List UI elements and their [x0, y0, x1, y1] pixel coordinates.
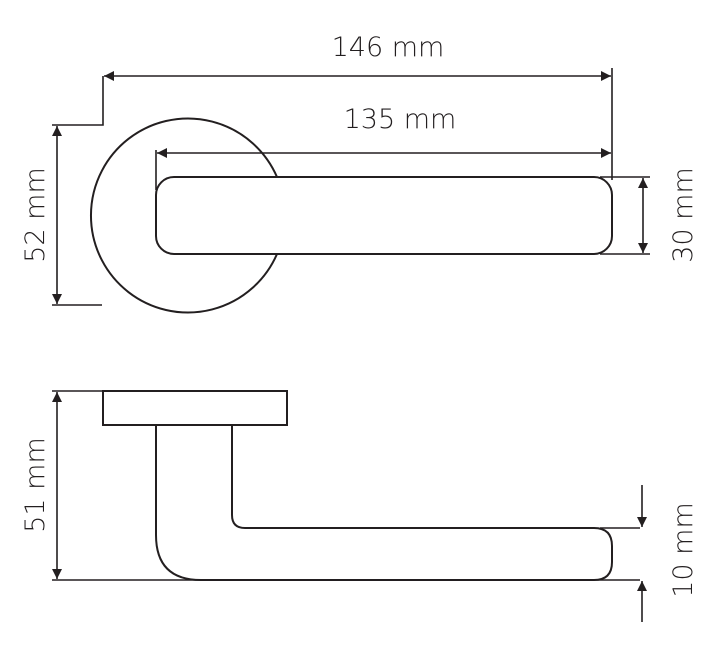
- dimension-30: 30 mm: [600, 167, 699, 263]
- lever-side-outline: [155, 425, 613, 581]
- dimension-label-30: 30 mm: [668, 167, 699, 263]
- top-view: 146 mm 135 mm 52 mm 30 mm: [20, 32, 699, 314]
- dimension-label-10: 10 mm: [668, 502, 699, 598]
- dimension-label-146: 146 mm: [332, 32, 445, 63]
- dimension-146: 146 mm: [52, 32, 613, 180]
- dimension-label-52: 52 mm: [20, 167, 51, 263]
- lever-top-outline: [155, 176, 613, 255]
- dimension-51: 51 mm: [20, 390, 640, 581]
- dimension-label-135: 135 mm: [344, 104, 457, 135]
- side-view: 51 mm 10 mm: [20, 390, 699, 622]
- rose-outline: [90, 117, 278, 314]
- rose-side-outline: [102, 390, 288, 426]
- dimension-135: 135 mm: [155, 104, 611, 190]
- dimension-52: 52 mm: [20, 126, 102, 306]
- dimension-label-51: 51 mm: [20, 437, 51, 533]
- dimension-10: 10 mm: [600, 485, 699, 622]
